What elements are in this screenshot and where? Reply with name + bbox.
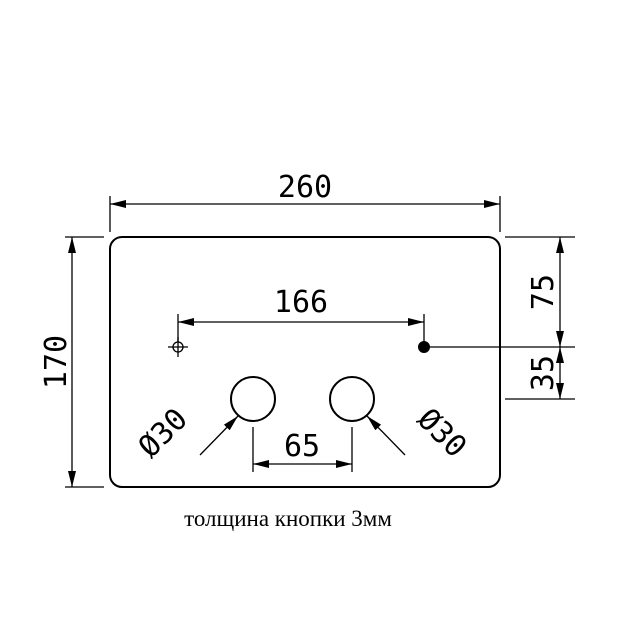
dim-label-plate-width: 260 [278,170,332,205]
dia-label-left: Ø30 [132,402,195,465]
button-left [230,376,276,422]
dim-label-button-spacing: 65 [284,429,320,464]
dim-label-mount-hole-spacing: 166 [274,285,328,320]
plate-outline [109,236,501,488]
leader-line [199,415,239,456]
callout-diameter-left: Ø30 [132,402,239,465]
dim-mount-hole-spacing: 166 [177,285,425,342]
dim-label-holes-to-buttons: 35 [526,355,561,391]
dim-label-plate-height: 170 [39,335,74,389]
dim-plate-height: 170 [39,236,104,488]
callout-diameter-right: Ø30 [366,402,473,465]
note-button-thickness: толщина кнопки 3мм [184,506,392,531]
dim-button-spacing: 65 [252,427,353,472]
mount-hole-right [418,341,430,353]
mount-hole-left [168,337,188,357]
dim-label-top-to-holes: 75 [526,274,561,310]
dia-label-right: Ø30 [410,402,473,465]
button-right [329,376,375,422]
leader-line [366,415,406,456]
dim-plate-width: 260 [109,170,501,232]
dim-right-offsets: 75 35 [430,236,575,400]
